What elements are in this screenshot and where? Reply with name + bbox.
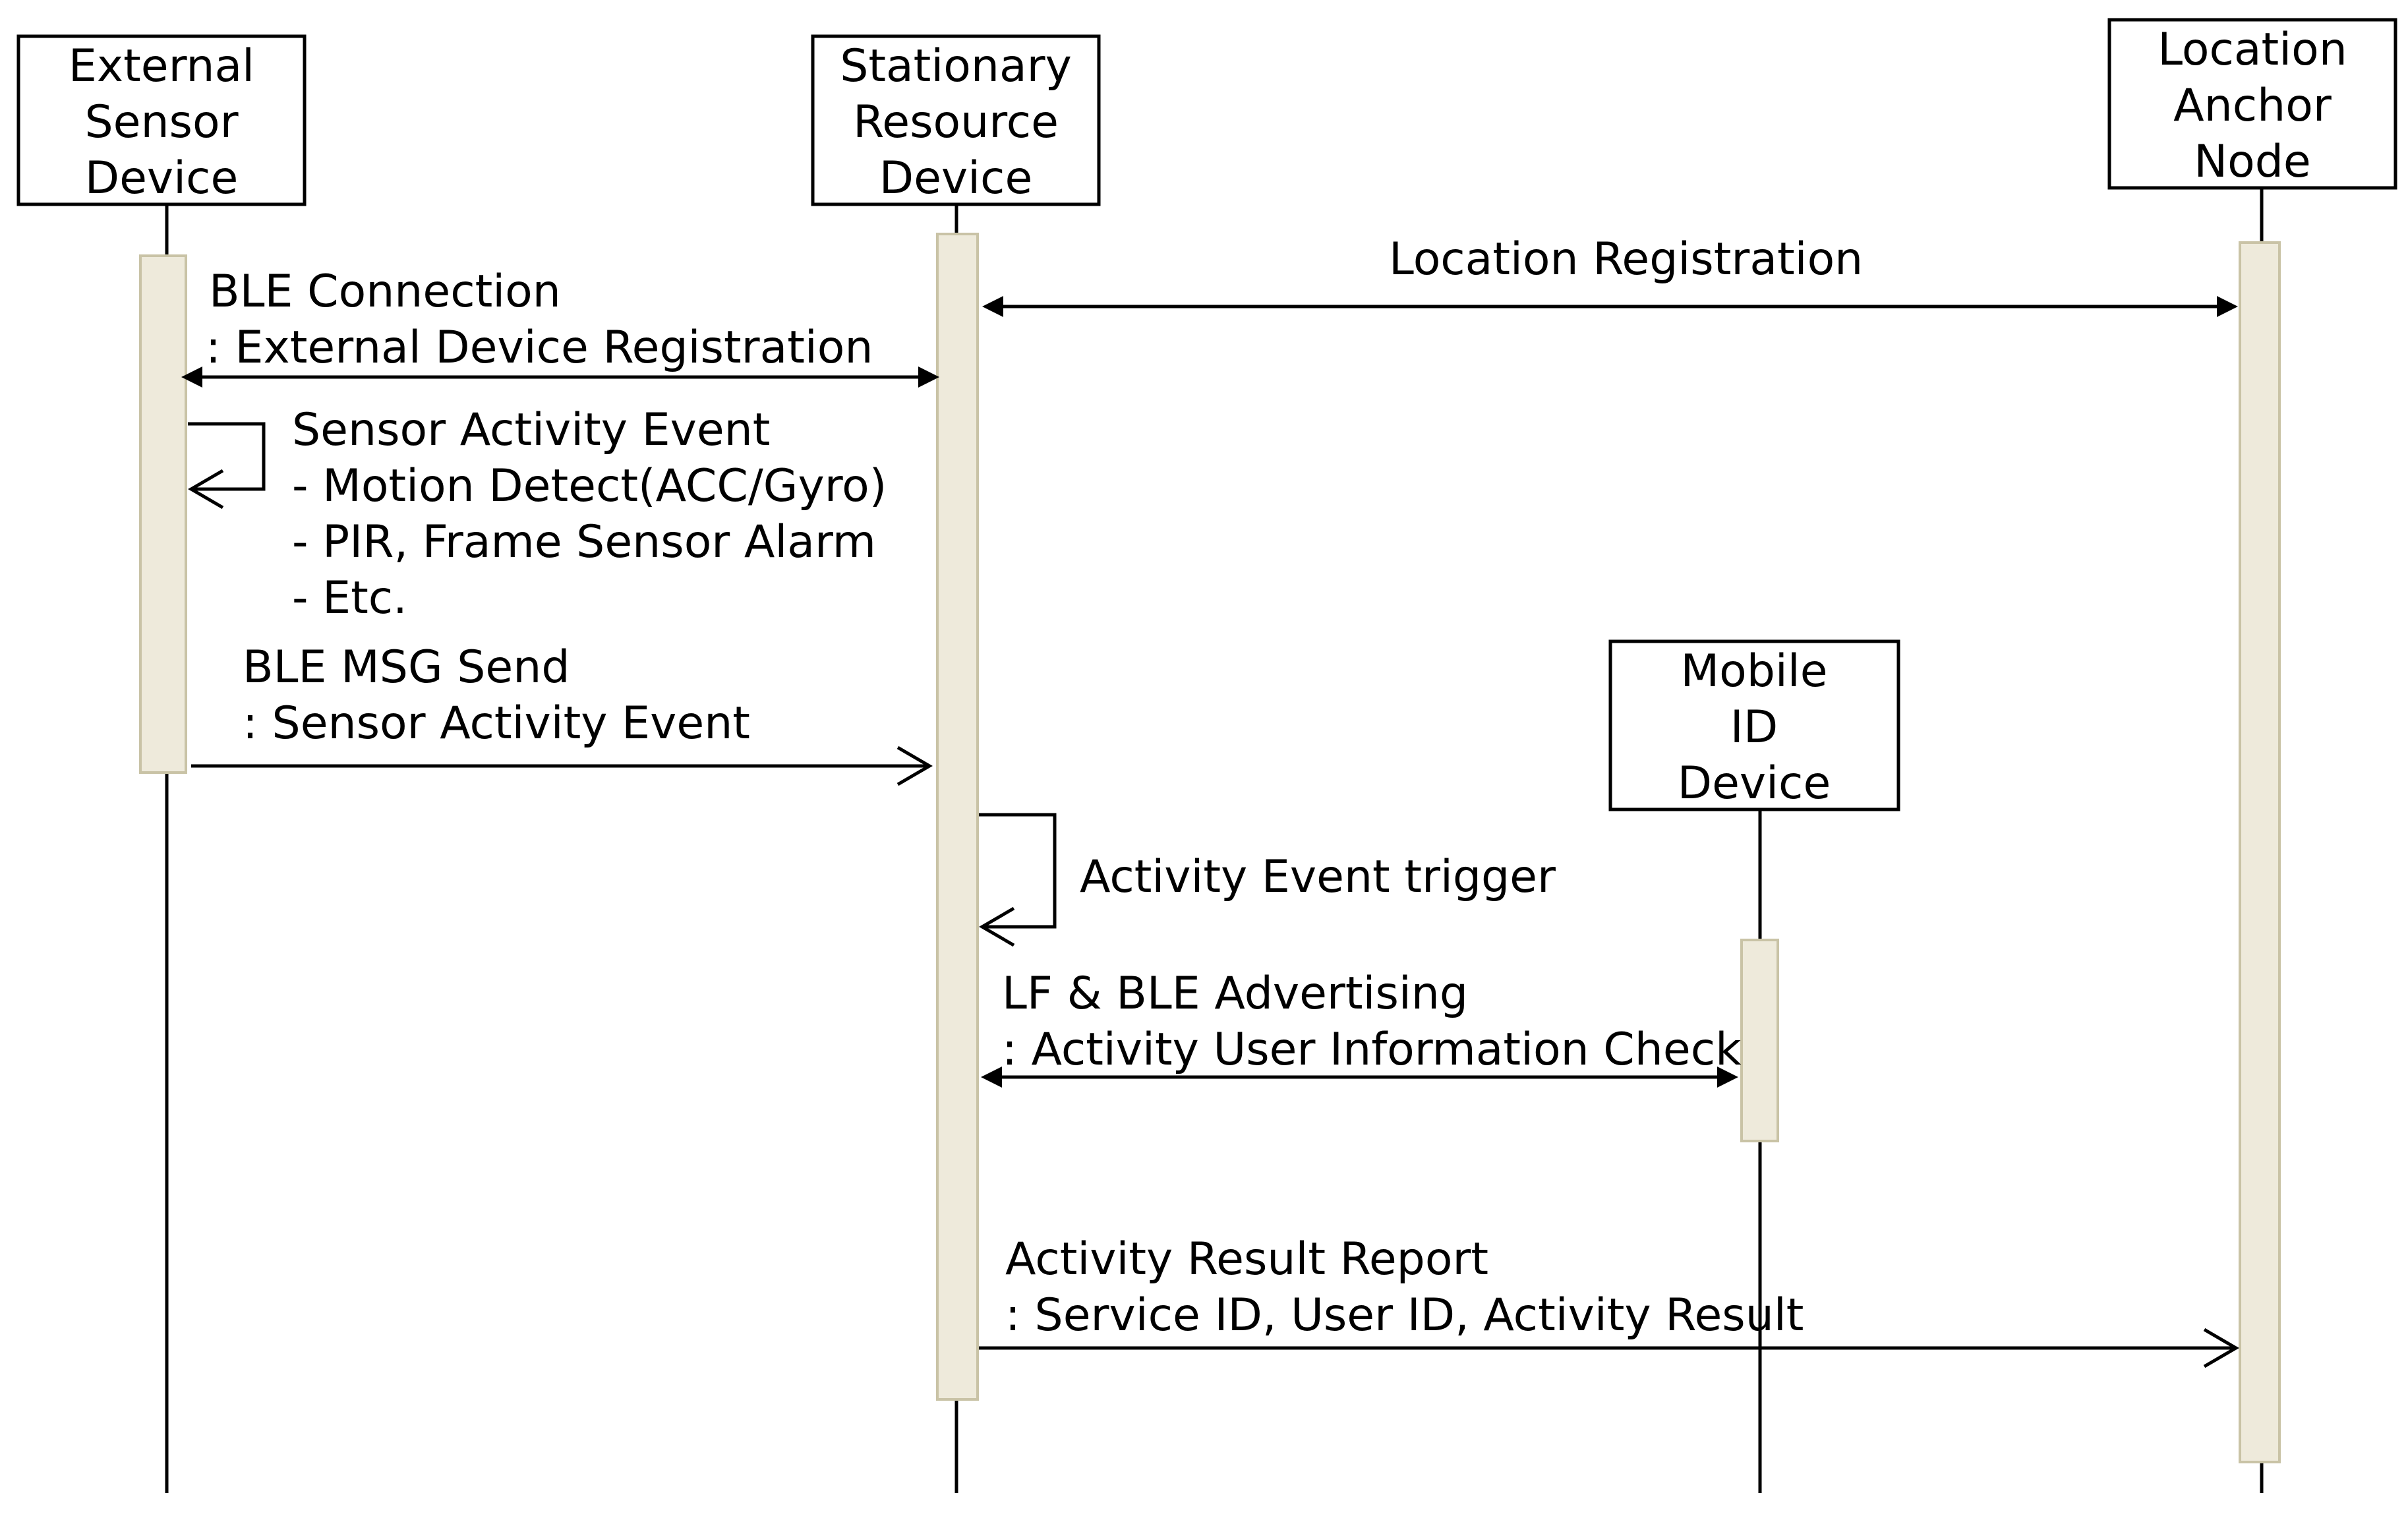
message-label-line: : Service ID, User ID, Activity Result (1005, 1289, 1804, 1341)
arrowhead-left (982, 296, 1003, 317)
arrowhead-right (2217, 296, 2238, 317)
message-label-line: BLE MSG Send (243, 641, 570, 693)
activation-mobile-id (1740, 939, 1779, 1142)
message-label-line: - PIR, Frame Sensor Alarm (292, 516, 876, 568)
message-activity-event-trigger: Activity Event trigger (979, 813, 1556, 947)
message-sensor-activity-event: Sensor Activity Event - Motion Detect(AC… (188, 404, 887, 624)
participant-mobile-id: Mobile ID Device (1608, 639, 1900, 811)
message-label-line: LF & BLE Advertising (1002, 968, 1468, 1020)
message-location-registration: Location Registration (982, 233, 2238, 317)
participant-label-line: External (69, 40, 254, 92)
message-label-line: Activity Result Report (1005, 1233, 1488, 1285)
participant-label-line: ID (1730, 701, 1778, 753)
activation-stationary-resource (936, 233, 979, 1401)
participant-location-anchor: Location Anchor Node (2107, 18, 2397, 190)
arrowhead-open (979, 906, 1015, 947)
message-label-line: BLE Connection (209, 266, 561, 318)
message-label-line: Location Registration (1389, 233, 1863, 285)
arrowhead-open (188, 469, 224, 510)
message-label-line: - Motion Detect(ACC/Gyro) (292, 460, 887, 512)
arrowhead-left (981, 1067, 1002, 1088)
message-lf-ble-advertising: LF & BLE Advertising : Activity User Inf… (981, 968, 1742, 1088)
message-activity-result-report: Activity Result Report : Service ID, Use… (979, 1233, 2239, 1368)
participant-label-line: Location (2158, 24, 2347, 76)
arrowhead-left (181, 366, 202, 388)
participant-label-line: Device (879, 152, 1033, 204)
message-label-line: - Etc. (292, 572, 407, 624)
participant-label-line: Node (2194, 136, 2310, 188)
participant-label-line: Mobile (1680, 645, 1827, 697)
participant-label-line: Device (1678, 757, 1831, 809)
activation-location-anchor (2239, 241, 2281, 1463)
message-label-line: : External Device Registration (206, 322, 873, 374)
message-ble-connection: BLE Connection : External Device Registr… (181, 266, 939, 388)
participant-stationary-resource: Stationary Resource Device (811, 34, 1101, 206)
message-ble-msg-send: BLE MSG Send : Sensor Activity Event (191, 641, 933, 786)
participant-label-line: Resource (853, 96, 1059, 148)
arrowhead-open (896, 746, 933, 786)
arrowhead-right (1717, 1067, 1738, 1088)
arrowhead-open (2203, 1328, 2239, 1368)
participant-external-sensor: External Sensor Device (16, 34, 307, 206)
message-label-line: Sensor Activity Event (292, 404, 770, 456)
arrowhead-right (918, 366, 939, 388)
participant-label-line: Device (85, 152, 239, 204)
participant-label-line: Anchor (2173, 80, 2332, 132)
message-label-line: Activity Event trigger (1080, 851, 1556, 903)
message-label-line: : Sensor Activity Event (243, 697, 750, 749)
participant-label-line: Stationary (840, 40, 1072, 92)
message-label-line: : Activity User Information Check (1002, 1024, 1742, 1076)
participant-label-line: Sensor (84, 96, 238, 148)
activation-external-sensor (139, 254, 187, 774)
